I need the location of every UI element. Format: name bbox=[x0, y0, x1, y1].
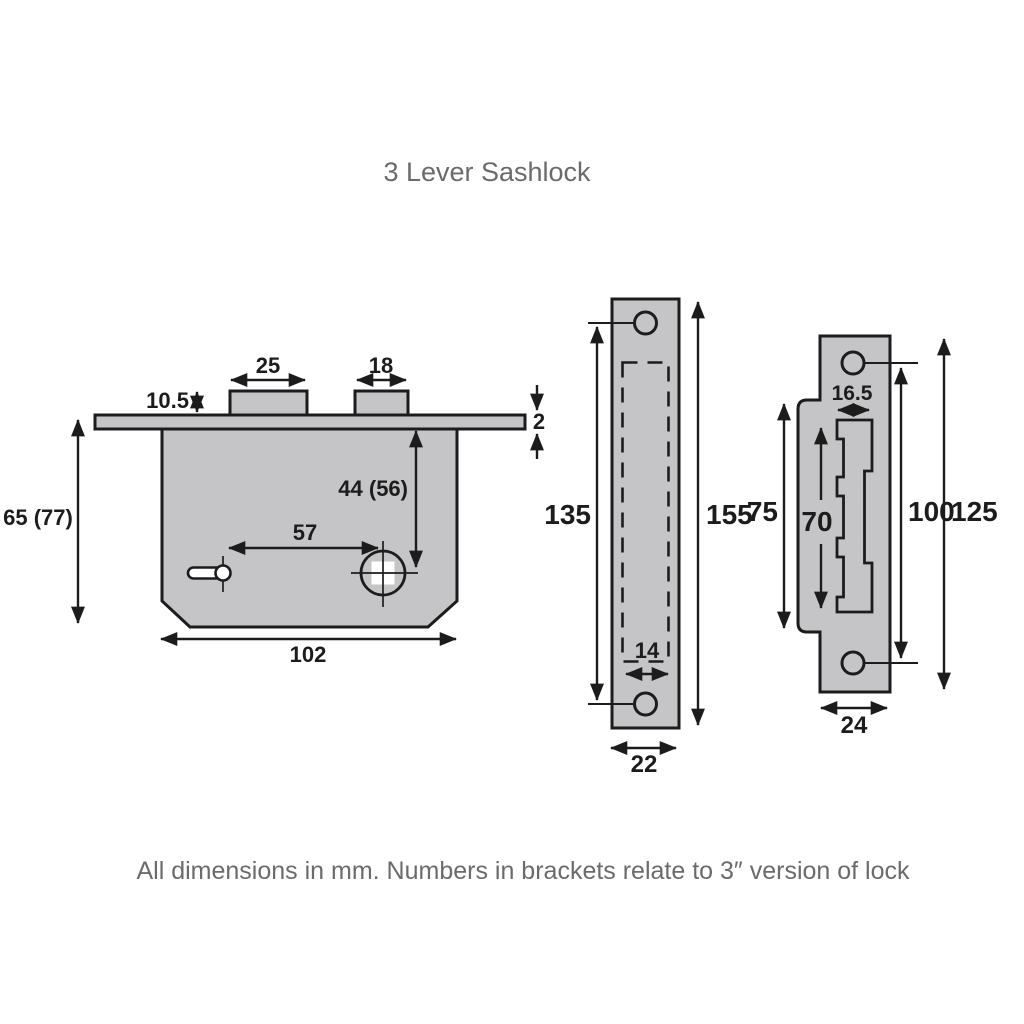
dim-box-height: 75 bbox=[747, 403, 791, 629]
dim-faceplate-thickness: 2 bbox=[530, 385, 545, 459]
page-title: 3 Lever Sashlock bbox=[383, 157, 591, 187]
dim-label-case-height: 65 (77) bbox=[3, 505, 73, 530]
dim-label-faceplate-thickness: 2 bbox=[533, 409, 545, 434]
dim-label-latch-width: 25 bbox=[256, 353, 280, 378]
footnote: All dimensions in mm. Numbers in bracket… bbox=[136, 857, 910, 885]
dim-label-cutout-width: 16.5 bbox=[832, 382, 873, 405]
deadbolt bbox=[353, 389, 410, 417]
dim-keyhole-to-spindle: 57 bbox=[228, 520, 379, 555]
spindle-hole bbox=[351, 541, 418, 607]
strike-screw-hole-top bbox=[840, 350, 866, 376]
dim-label-deadbolt-width: 18 bbox=[369, 353, 393, 378]
dim-bolt-projection: 10.5 bbox=[146, 388, 204, 413]
faceplate-screw-hole-top bbox=[633, 310, 658, 336]
dim-strike-width: 24 bbox=[820, 701, 888, 739]
strike-screw-hole-bottom bbox=[840, 650, 866, 676]
latch-bolt bbox=[228, 389, 309, 417]
dim-spindle-height: 44 (56) bbox=[338, 430, 423, 568]
dim-strike-height: 125 bbox=[937, 338, 998, 690]
dim-faceplate-width: 22 bbox=[610, 741, 677, 778]
dim-latch-width: 25 bbox=[230, 353, 306, 387]
dim-faceplate-height: 155 bbox=[691, 301, 753, 726]
faceplate-view: 135 155 14 22 bbox=[544, 297, 753, 778]
dim-case-height: 65 (77) bbox=[3, 419, 85, 624]
dim-cutout-height: 70 bbox=[801, 427, 833, 609]
dim-label-box-height: 75 bbox=[747, 496, 778, 527]
dim-label-cutout-height: 70 bbox=[801, 506, 832, 537]
dim-strike-screw-centres: 100 bbox=[894, 367, 955, 659]
dim-label-faceplate-screw-centres: 135 bbox=[544, 499, 591, 530]
dim-label-keyhole-to-spindle: 57 bbox=[293, 520, 317, 545]
dim-faceplate-screw-centres: 135 bbox=[544, 326, 604, 701]
dim-label-faceplate-height: 155 bbox=[706, 499, 753, 530]
strike-plate-view: 16.5 75 70 100 125 24 bbox=[747, 334, 998, 739]
faceplate-edge bbox=[93, 413, 527, 431]
dim-cutout-width: 16.5 bbox=[832, 382, 873, 417]
lock-case-view: 25 18 10.5 2 65 (77) 44 (56) 57 bbox=[3, 353, 545, 667]
strike-cutout bbox=[835, 418, 874, 614]
dim-label-case-depth: 14 bbox=[635, 638, 660, 663]
dim-case-length: 102 bbox=[160, 632, 457, 667]
dim-label-strike-screw-centres: 100 bbox=[908, 496, 955, 527]
dim-label-bolt-projection: 10.5 bbox=[146, 388, 189, 413]
keyhole bbox=[186, 556, 232, 592]
dim-label-spindle-height: 44 (56) bbox=[338, 476, 408, 501]
dim-label-faceplate-width: 22 bbox=[631, 751, 658, 778]
dim-label-strike-width: 24 bbox=[841, 712, 868, 739]
dim-case-depth: 14 bbox=[625, 638, 669, 681]
dim-deadbolt-width: 18 bbox=[356, 353, 407, 387]
dim-label-case-length: 102 bbox=[290, 642, 327, 667]
faceplate-screw-hole-bottom bbox=[633, 691, 658, 717]
dim-label-strike-height: 125 bbox=[951, 496, 998, 527]
